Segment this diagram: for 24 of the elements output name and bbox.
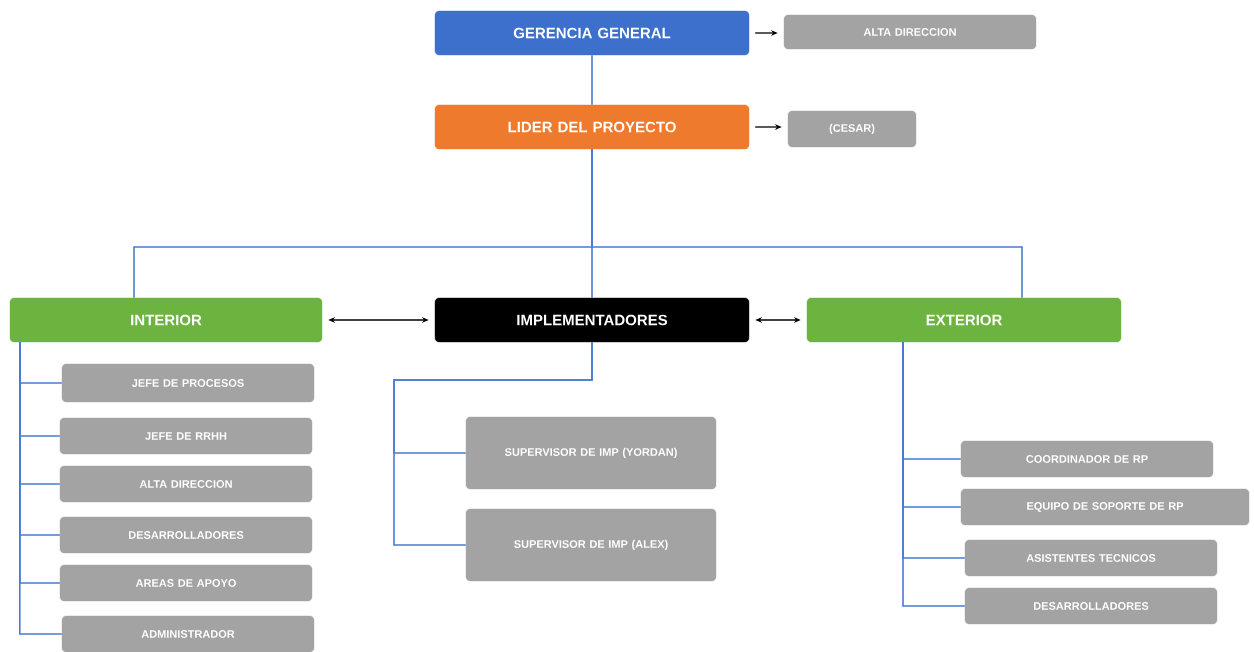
role-box: ALTA DIRECCION (783, 14, 1037, 50)
group-box: EXTERIOR (806, 297, 1122, 343)
role-box: SUPERVISOR DE IMP (ALEX) (465, 508, 717, 582)
connector-line (902, 341, 966, 607)
connector-line (591, 54, 593, 106)
role-box: JEFE DE PROCESOS (61, 363, 315, 403)
connector-line (19, 341, 63, 635)
role-box: ASISTENTES TECNICOS (964, 539, 1218, 577)
role-box: DESARROLLADORES (59, 516, 313, 554)
role-box: COORDINADOR DE RP (960, 440, 1214, 478)
role-box: AREAS DE APOYO (59, 564, 313, 602)
group-box: IMPLEMENTADORES (434, 297, 750, 343)
title-box: LIDER DEL PROYECTO (434, 104, 750, 150)
role-box: ALTA DIRECCION (59, 465, 313, 503)
connector-line (591, 148, 1023, 299)
connector-line (393, 341, 593, 546)
group-box: INTERIOR (9, 297, 323, 343)
role-box: ADMINISTRADOR (61, 615, 315, 652)
role-box: JEFE DE RRHH (59, 417, 313, 455)
role-box: (CESAR) (787, 110, 917, 148)
role-box: DESARROLLADORES (964, 587, 1218, 625)
title-box: GERENCIA GENERAL (434, 10, 750, 56)
role-box: SUPERVISOR DE IMP (YORDAN) (465, 416, 717, 490)
role-box: EQUIPO DE SOPORTE DE RP (960, 488, 1250, 526)
